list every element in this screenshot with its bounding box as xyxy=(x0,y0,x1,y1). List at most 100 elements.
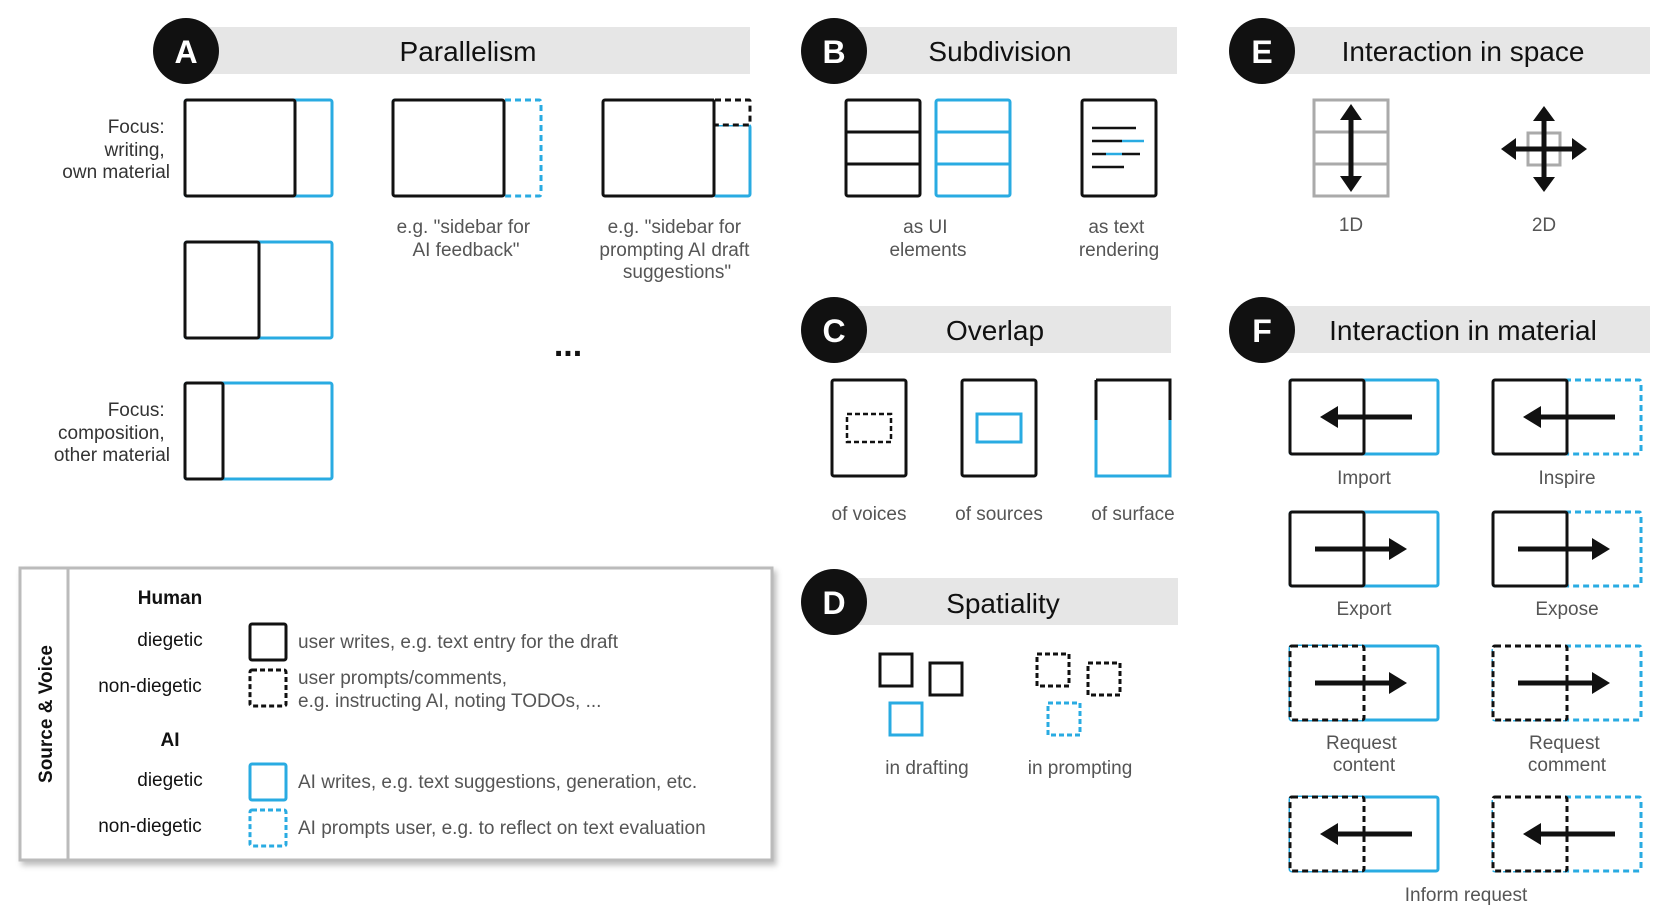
legend-human-heading: Human xyxy=(138,588,202,609)
request-content-icon xyxy=(1288,644,1440,722)
inform-request-caption: Inform request xyxy=(1405,885,1528,906)
legend-human-nondiegetic-swatch xyxy=(248,668,288,708)
overlap-voices-panel xyxy=(830,378,908,478)
prompting-block xyxy=(1035,652,1071,688)
inform-request-human-icon xyxy=(1288,795,1440,873)
section-b-badge xyxy=(801,18,867,84)
prompting-block xyxy=(1086,661,1122,697)
overlap-sources-caption: of sources xyxy=(955,504,1043,525)
section-c-title: Overlap xyxy=(946,315,1044,346)
legend-human-nondiegetic-desc: user prompts/comments, e.g. instructing … xyxy=(298,668,601,712)
inform-request-ai-icon xyxy=(1491,795,1643,873)
legend-human-diegetic-swatch xyxy=(248,622,288,662)
drafting-block-ai xyxy=(888,701,924,737)
legend-ai-nondiegetic-swatch xyxy=(248,808,288,848)
export-icon xyxy=(1288,510,1440,588)
focus-writing-label: Focus: writing, own material xyxy=(62,117,170,183)
section-b-header-bar xyxy=(834,27,1177,74)
legend: Source & Voice Human diegetic user write… xyxy=(18,566,774,862)
legend-ai-diegetic-desc: AI writes, e.g. text suggestions, genera… xyxy=(298,772,697,793)
section-e-title: Interaction in space xyxy=(1342,36,1585,67)
human-panel xyxy=(601,98,716,198)
legend-human-diegetic-desc: user writes, e.g. text entry for the dra… xyxy=(298,632,619,653)
overlap-surface-panel xyxy=(1094,378,1172,478)
text-rendering-document-icon xyxy=(1080,98,1158,198)
section-c-header-bar xyxy=(834,306,1171,353)
overlap-surface-caption: of surface xyxy=(1091,504,1174,525)
section-d-badge xyxy=(801,569,867,635)
sidebar-prompting-caption: e.g. "sidebar for prompting AI draft sug… xyxy=(599,217,754,283)
human-panel xyxy=(183,381,225,481)
section-b: B Subdivision as UI elements as text ren… xyxy=(801,18,1177,261)
section-d: D Spatiality in drafting in prompting xyxy=(801,569,1178,779)
drafting-block xyxy=(928,661,964,697)
prompting-block-ai xyxy=(1046,701,1082,737)
legend-human-diegetic-label: diegetic xyxy=(137,630,203,651)
expose-icon xyxy=(1491,510,1643,588)
section-a-header-bar xyxy=(185,27,750,74)
section-f-title: Interaction in material xyxy=(1329,315,1597,346)
cross-arrow-2d-icon xyxy=(1501,106,1587,192)
section-f-badge-letter: F xyxy=(1252,313,1272,349)
ai-panel xyxy=(712,123,752,198)
legend-ai-heading: AI xyxy=(161,730,180,751)
legend-ai-nondiegetic-label: non-diegetic xyxy=(98,816,202,837)
interaction-1d-caption: 1D xyxy=(1339,215,1363,236)
section-c-badge xyxy=(801,297,867,363)
section-a-badge-letter: A xyxy=(174,34,197,70)
export-caption: Export xyxy=(1337,599,1393,620)
spatiality-drafting-caption: in drafting xyxy=(885,758,968,779)
legend-ai-diegetic-label: diegetic xyxy=(137,770,203,791)
section-b-title: Subdivision xyxy=(928,36,1071,67)
section-d-header-bar xyxy=(834,578,1178,625)
human-nondiegetic-panel xyxy=(712,98,752,127)
request-comment-icon xyxy=(1491,644,1643,722)
overlap-voices-inner xyxy=(845,412,893,444)
human-panel xyxy=(183,240,261,340)
section-c-badge-letter: C xyxy=(822,313,845,349)
import-caption: Import xyxy=(1337,468,1392,489)
section-c: C Overlap of voices of sources of surfac… xyxy=(801,297,1175,525)
drafting-block xyxy=(878,652,914,688)
section-e-badge xyxy=(1229,18,1295,84)
ellipsis: ... xyxy=(554,326,582,364)
section-e-badge-letter: E xyxy=(1251,34,1272,70)
ai-ui-element-stack xyxy=(934,98,1012,198)
human-panel xyxy=(391,98,506,198)
interaction-2d-caption: 2D xyxy=(1532,215,1556,236)
section-f: F Interaction in material Import Inspire… xyxy=(1229,297,1650,906)
ui-elements-caption: as UI elements xyxy=(889,217,966,261)
legend-side-title: Source & Voice xyxy=(36,645,57,783)
overlap-sources-inner xyxy=(975,412,1023,444)
inspire-icon xyxy=(1491,378,1643,456)
legend-ai-nondiegetic-desc: AI prompts user, e.g. to reflect on text… xyxy=(298,818,706,839)
request-comment-caption: Request comment xyxy=(1528,733,1607,776)
section-d-title: Spatiality xyxy=(946,588,1060,619)
spatiality-prompting-caption: in prompting xyxy=(1028,758,1133,779)
section-a: A Parallelism Focus: writing, own materi… xyxy=(54,18,754,481)
overlap-voices-caption: of voices xyxy=(832,504,907,525)
expose-caption: Expose xyxy=(1535,599,1598,620)
human-panel xyxy=(183,98,297,198)
section-f-badge xyxy=(1229,297,1295,363)
request-content-caption: Request content xyxy=(1326,733,1402,776)
section-a-title: Parallelism xyxy=(400,36,537,67)
human-ui-element-stack xyxy=(844,98,922,198)
overlap-sources-panel xyxy=(960,378,1038,478)
legend-box xyxy=(18,566,774,862)
section-d-badge-letter: D xyxy=(822,585,845,621)
section-b-badge-letter: B xyxy=(822,34,845,70)
import-icon xyxy=(1288,378,1440,456)
section-e-header-bar xyxy=(1262,27,1650,74)
legend-ai-diegetic-swatch xyxy=(248,762,288,802)
section-e: E Interaction in space 1D 2D xyxy=(1229,18,1650,236)
sidebar-feedback-caption: e.g. "sidebar for AI feedback" xyxy=(397,217,536,261)
inspire-caption: Inspire xyxy=(1538,468,1595,489)
vertical-arrow-1d-icon xyxy=(1312,98,1390,198)
section-f-header-bar xyxy=(1262,306,1650,353)
focus-composition-label: Focus: composition, other material xyxy=(54,400,170,466)
section-a-badge xyxy=(153,18,219,84)
text-rendering-caption: as text rendering xyxy=(1079,217,1159,261)
legend-human-nondiegetic-label: non-diegetic xyxy=(98,676,202,697)
